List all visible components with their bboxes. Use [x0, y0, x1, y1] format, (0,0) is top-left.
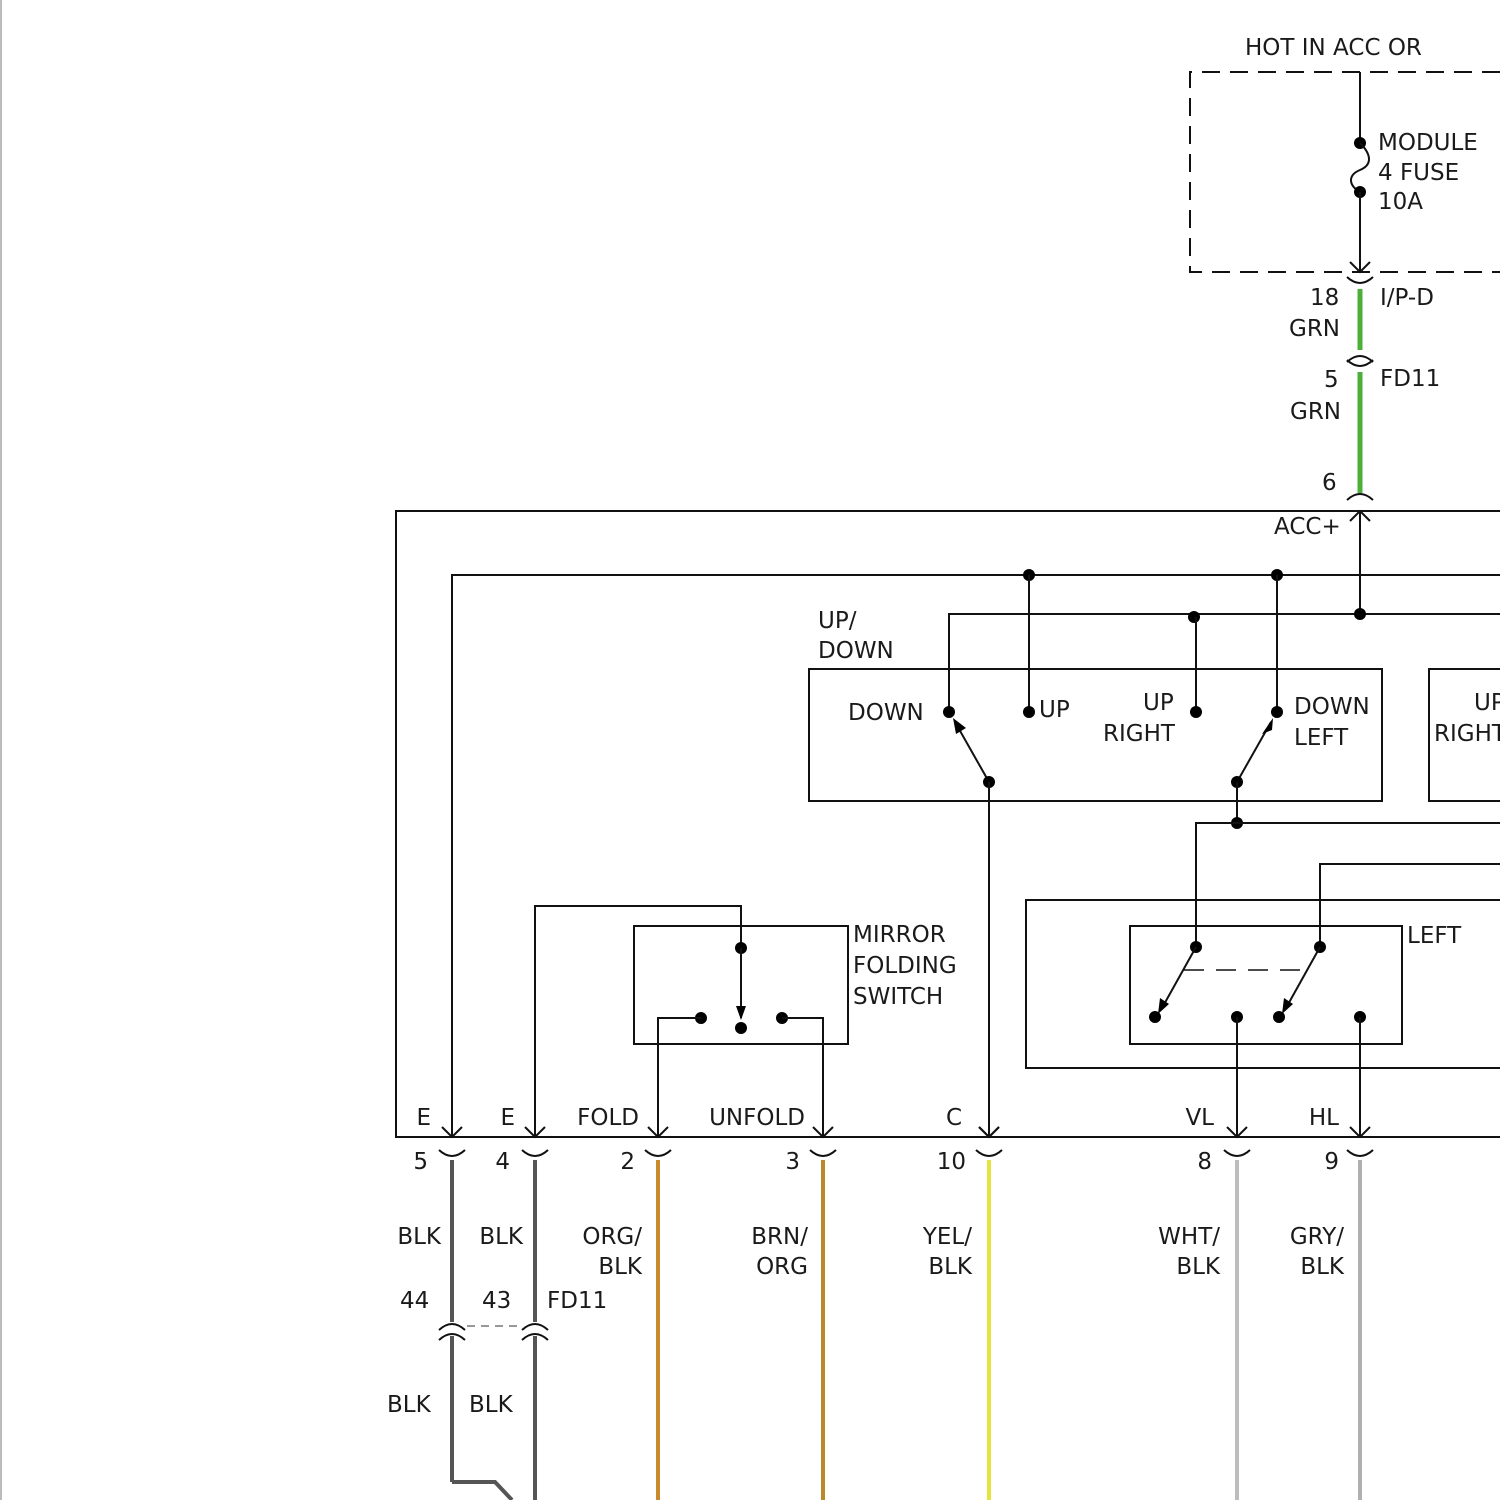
fd11-top-pin: 5 [1324, 367, 1339, 393]
updown-switch-label-1: UP/ [818, 608, 857, 634]
terminal-connector [976, 1150, 1002, 1156]
wire-color-label: BLK [928, 1254, 973, 1280]
switch-pin6-connector [1347, 494, 1373, 500]
ground-bus-wire [452, 575, 1500, 1137]
wire-color-label: ORG/ [582, 1224, 642, 1250]
terminal-connector [810, 1150, 836, 1156]
acc-bus-node [1354, 608, 1366, 620]
second-switch-label-1: UP [1474, 690, 1500, 716]
fold-center-contact [735, 1022, 747, 1034]
acc-bus-wire [949, 614, 1500, 712]
ipd-name: I/P-D [1380, 285, 1434, 311]
up-contact [1023, 706, 1035, 718]
wire-color-label: BLK [479, 1224, 524, 1250]
fold-wire [658, 1018, 701, 1137]
terminal-pin: 5 [413, 1149, 428, 1175]
folding-switch-label-1: MIRROR [853, 922, 946, 948]
terminal-connector [1224, 1150, 1250, 1156]
terminal-pin: 9 [1324, 1149, 1339, 1175]
ground-wire-bend [452, 1482, 512, 1500]
terminal-connector [1347, 1150, 1373, 1156]
switch-pin-6: 6 [1322, 470, 1337, 496]
wire-color-label: BLK [1176, 1254, 1221, 1280]
terminal-connector [439, 1150, 465, 1156]
terminal-label: E [416, 1105, 431, 1131]
fd11-top-connector-out [1347, 360, 1373, 366]
ground-pin-a: 44 [400, 1288, 429, 1314]
up-contact-label: UP [1039, 697, 1070, 723]
down-left-label-1: DOWN [1294, 694, 1370, 720]
updown-switch-label-2: DOWN [818, 638, 894, 664]
acc-bus-node-up-right [1188, 611, 1200, 623]
fd11-top-wire-color: GRN [1290, 399, 1341, 425]
selector-contact-1 [1149, 1011, 1161, 1023]
common-blade-arrow [953, 718, 966, 734]
folding-switch-label-3: SWITCH [853, 984, 943, 1010]
fold-ground-wire [535, 906, 741, 1137]
up-right-label-2: RIGHT [1103, 721, 1176, 747]
wire-color-label: GRY/ [1290, 1224, 1344, 1250]
terminal-label: C [946, 1105, 962, 1131]
ground-connector-in [522, 1324, 548, 1330]
terminal-pin: 10 [937, 1149, 966, 1175]
folding-switch-label-2: FOLDING [853, 953, 957, 979]
second-switch-label-2: RIGHT [1434, 721, 1500, 747]
wire-color-label: BRN/ [751, 1224, 808, 1250]
selector-inner-box [1130, 926, 1402, 1044]
ground-pin-b: 43 [482, 1288, 511, 1314]
ipd-wire-color: GRN [1289, 316, 1340, 342]
down-contact [943, 706, 955, 718]
fold-blade-arrow [736, 1006, 746, 1020]
terminal-label: FOLD [577, 1105, 639, 1131]
terminal-pin: 8 [1197, 1149, 1212, 1175]
terminal-label: UNFOLD [709, 1105, 805, 1131]
selector-left-label: LEFT [1407, 923, 1462, 949]
ground-wire-b-lower: BLK [469, 1392, 514, 1418]
fuse-label-rating: 10A [1378, 189, 1423, 215]
fuse-label-number: 4 FUSE [1378, 160, 1459, 186]
up-right-contact [1190, 706, 1202, 718]
fuse-symbol [1351, 143, 1369, 192]
ground-wire-a-lower: BLK [387, 1392, 432, 1418]
down-contact-label: DOWN [848, 700, 924, 726]
power-source-title: HOT IN ACC OR [1245, 35, 1422, 61]
ipd-connector-symbol [1347, 277, 1373, 283]
ground-connector-in [439, 1324, 465, 1330]
left-blade-arrow [1262, 718, 1273, 734]
wire-color-label: BLK [1300, 1254, 1345, 1280]
ipd-pin: 18 [1310, 285, 1339, 311]
terminal-connector [522, 1150, 548, 1156]
ground-connector-name: FD11 [547, 1288, 607, 1314]
wire-color-label: BLK [598, 1254, 643, 1280]
terminal-label: HL [1309, 1105, 1339, 1131]
wire-color-label: BLK [397, 1224, 442, 1250]
up-right-label-1: UP [1143, 690, 1174, 716]
selector-blade-2 [1286, 947, 1320, 1008]
down-left-label-2: LEFT [1294, 725, 1349, 751]
fd11-top-connector-in [1347, 356, 1373, 362]
fuse-label-module: MODULE [1378, 130, 1478, 156]
terminal-label: VL [1185, 1105, 1214, 1131]
terminal-label: E [500, 1105, 515, 1131]
down-left-contact [1271, 706, 1283, 718]
terminal-pin: 3 [785, 1149, 800, 1175]
terminal-pin: 2 [620, 1149, 635, 1175]
fd11-top-name: FD11 [1380, 366, 1440, 392]
wire-color-label: YEL/ [922, 1224, 972, 1250]
acc-label: ACC+ [1274, 514, 1341, 540]
wire-color-label: ORG [756, 1254, 808, 1280]
selector-blade-1 [1162, 947, 1196, 1008]
selector-contact-3 [1273, 1011, 1285, 1023]
terminal-connector [645, 1150, 671, 1156]
terminal-pin: 4 [495, 1149, 510, 1175]
wire-color-label: WHT/ [1158, 1224, 1220, 1250]
